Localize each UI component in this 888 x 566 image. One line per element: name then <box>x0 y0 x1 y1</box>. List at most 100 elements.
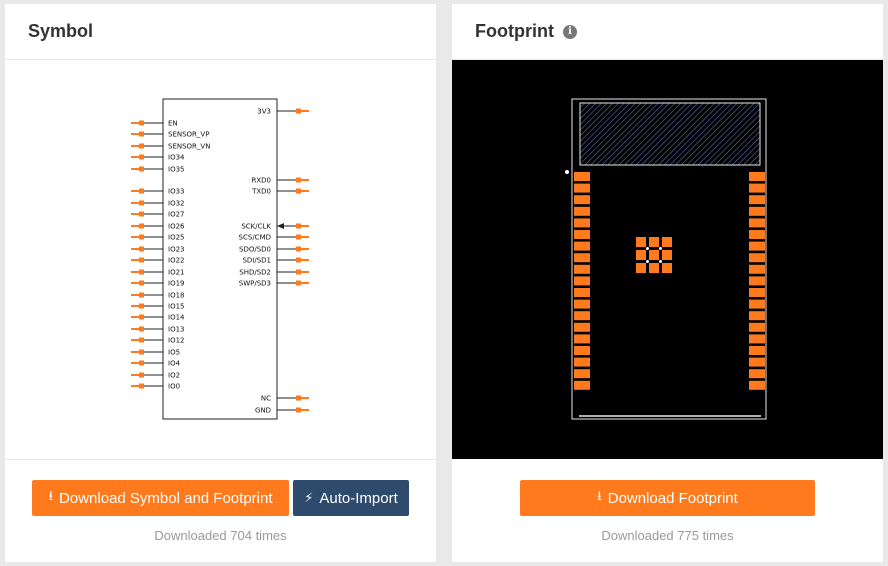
pad-right <box>749 241 765 251</box>
pad-left <box>574 288 590 297</box>
pin-label: IO14 <box>168 314 185 322</box>
symbol-pin-left: IO22 <box>131 257 184 265</box>
pad-right <box>749 369 765 379</box>
pin-label: RXD0 <box>251 177 271 185</box>
symbol-pin-right: SHD/SD2 <box>239 269 309 277</box>
pad-left <box>574 218 590 228</box>
auto-import-button[interactable]: ⚡ Auto-Import <box>293 480 409 516</box>
pad-left <box>574 230 590 239</box>
symbol-pin-left: IO34 <box>131 154 185 162</box>
pin-label: SDO/SD0 <box>239 246 271 254</box>
pad-right <box>749 288 765 297</box>
thermal-pad <box>649 263 659 273</box>
thermal-pad <box>636 250 646 260</box>
symbol-card-header: Symbol <box>5 4 436 60</box>
thermal-pad <box>662 250 672 260</box>
thermal-via <box>646 260 649 263</box>
symbol-pin-left: IO23 <box>131 246 184 254</box>
symbol-pin-left: IO4 <box>131 360 181 368</box>
symbol-pin-left: IO14 <box>131 314 185 322</box>
pin-label: NC <box>261 395 271 403</box>
symbol-pin-left: IO21 <box>131 269 184 277</box>
pin-label: IO2 <box>168 372 180 380</box>
pin-label: IO23 <box>168 246 184 254</box>
thermal-pad <box>649 237 659 247</box>
symbol-pin-left: IO27 <box>131 211 184 219</box>
symbol-pin-left: IO33 <box>131 188 184 196</box>
symbol-pin-right: SCK/CLK <box>241 223 309 231</box>
symbol-pin-right: TXD0 <box>251 188 309 196</box>
pad-left <box>574 299 590 309</box>
download-symbol-footprint-button[interactable]: ⭳ Download Symbol and Footprint <box>32 480 289 516</box>
antenna-keepout <box>579 102 761 166</box>
pin-label: EN <box>168 120 178 128</box>
pad-right <box>749 311 765 321</box>
pin-label: IO4 <box>168 360 181 368</box>
pad-left <box>574 369 590 379</box>
symbol-pin-left: IO18 <box>131 292 184 300</box>
pad-right <box>749 357 765 367</box>
pad-right <box>749 195 765 205</box>
symbol-pin-left: IO26 <box>131 223 185 231</box>
pad-left <box>574 183 590 193</box>
thermal-via <box>646 247 649 250</box>
footprint-preview <box>452 60 883 459</box>
pad-left <box>574 276 590 286</box>
pad-left <box>574 172 590 181</box>
download-footprint-button[interactable]: ⭳ Download Footprint <box>520 480 815 516</box>
pad-left <box>574 322 590 332</box>
pin-label: SDI/SD1 <box>242 257 271 265</box>
pin-label: SCS/CMD <box>239 234 271 242</box>
symbol-pin-left: SENSOR_VP <box>131 131 209 139</box>
pin-label: IO15 <box>168 303 184 311</box>
symbol-pin-right: SDO/SD0 <box>239 246 309 254</box>
pin1-marker <box>565 170 569 174</box>
pad-left <box>574 357 590 367</box>
pin-label: IO27 <box>168 211 184 219</box>
pad-left <box>574 346 590 355</box>
pad-left <box>574 264 590 274</box>
pad-right <box>749 380 765 390</box>
thermal-pad <box>662 237 672 247</box>
pad-left <box>574 380 590 390</box>
thermal-pad <box>662 263 672 273</box>
pin-label: IO12 <box>168 337 184 345</box>
pin-label: IO34 <box>168 154 185 162</box>
pad-right <box>749 230 765 239</box>
footprint-download-count: Downloaded 775 times <box>601 528 734 543</box>
pad-right <box>749 322 765 332</box>
pad-right <box>749 253 765 263</box>
footprint-card: Footprint i ⭳ Download Footprint Downloa… <box>452 4 883 562</box>
pad-right <box>749 218 765 228</box>
thermal-via <box>659 260 662 263</box>
pin-label: SWP/SD3 <box>239 280 271 288</box>
pad-left <box>574 334 590 344</box>
pin-label: IO18 <box>168 292 184 300</box>
pad-right <box>749 206 765 216</box>
thermal-via <box>659 247 662 250</box>
symbol-pin-right: RXD0 <box>251 177 309 185</box>
pad-right <box>749 346 765 355</box>
pad-left <box>574 311 590 321</box>
footprint-card-title: Footprint <box>475 21 554 41</box>
info-icon[interactable]: i <box>562 24 577 39</box>
pin-label: SHD/SD2 <box>239 269 271 277</box>
pad-right <box>749 276 765 286</box>
pin-label: IO5 <box>168 349 180 357</box>
symbol-pin-right: SWP/SD3 <box>239 280 309 288</box>
pin-label: GND <box>255 407 271 415</box>
auto-import-label: Auto-Import <box>319 489 398 507</box>
symbol-pin-left: EN <box>131 120 178 128</box>
pin-label: IO33 <box>168 188 184 196</box>
pin-label: SENSOR_VN <box>168 143 210 151</box>
symbol-download-count: Downloaded 704 times <box>154 528 287 543</box>
pad-left <box>574 206 590 216</box>
symbol-body <box>162 98 278 420</box>
pad-right <box>749 264 765 274</box>
bolt-icon: ⚡ <box>304 490 314 505</box>
symbol-pin-left: IO19 <box>131 280 184 288</box>
pin-label: IO35 <box>168 166 184 174</box>
symbol-pin-right: SDI/SD1 <box>242 257 309 265</box>
symbol-pin-left: SENSOR_VN <box>131 143 210 151</box>
